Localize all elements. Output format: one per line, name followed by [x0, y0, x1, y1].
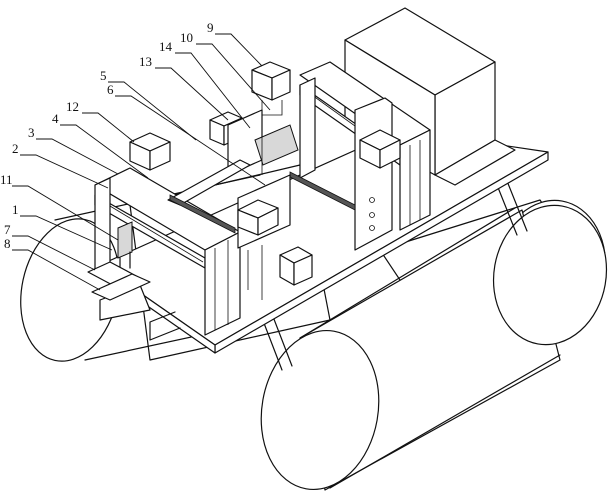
motor-rear-right	[359, 129, 401, 169]
callout-9: 9	[207, 20, 214, 35]
callout-14: 14	[159, 39, 173, 54]
bracket-7-8	[87, 261, 151, 301]
callout-7: 7	[4, 222, 11, 237]
lead-screw-front	[169, 194, 236, 234]
center-carriage	[237, 174, 291, 300]
motor-front-lower	[279, 246, 313, 286]
callout-5: 5	[100, 68, 107, 83]
support-legs	[261, 175, 528, 371]
callout-6: 6	[107, 82, 114, 97]
spindle-14	[227, 109, 299, 176]
callout-4: 4	[52, 111, 59, 126]
callout-8: 8	[4, 236, 11, 251]
callout-1: 1	[12, 202, 19, 217]
motor-9	[251, 61, 291, 116]
leader-lines	[12, 33, 271, 291]
front-gantry	[94, 159, 251, 336]
callout-labels: 1 2 3 4 5 6 7 8 9 10 11 12 13 14	[0, 20, 214, 251]
front-pipe	[260, 204, 608, 491]
callout-13: 13	[139, 54, 152, 69]
callout-3: 3	[28, 125, 35, 140]
callout-10: 10	[180, 30, 193, 45]
callout-12: 12	[66, 99, 79, 114]
motor-12	[129, 132, 171, 171]
callout-2: 2	[12, 141, 19, 156]
callout-11: 11	[0, 172, 13, 187]
